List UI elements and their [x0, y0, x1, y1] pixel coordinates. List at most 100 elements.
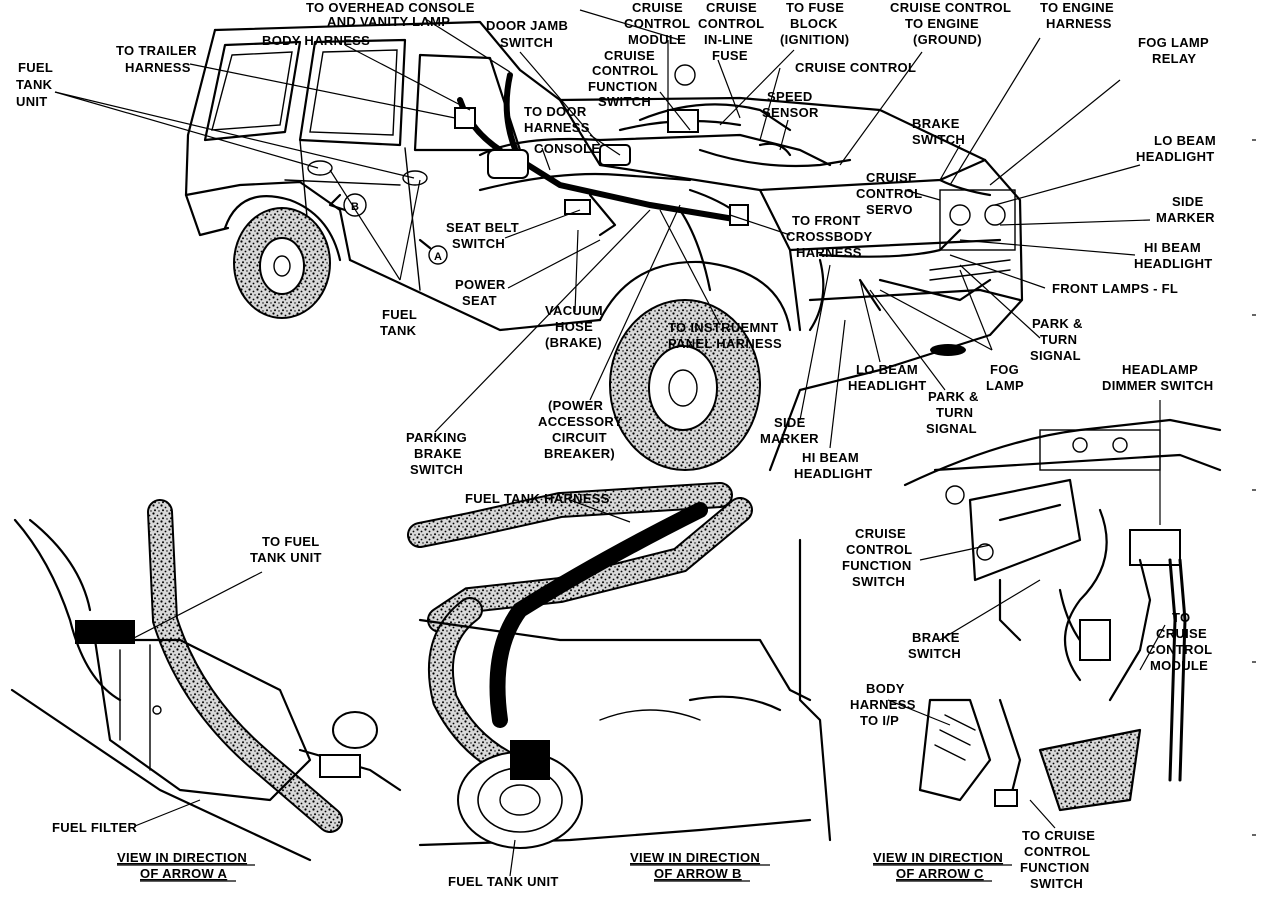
label-headlamp-dimmer-2: DIMMER SWITCH	[1102, 378, 1214, 393]
label-console: CONSOLE	[534, 141, 600, 156]
label-fuel-tank-1: FUEL	[382, 307, 417, 322]
label-to-trailer-harness-2: HARNESS	[125, 60, 191, 75]
label-side-marker-1: SIDE	[1172, 194, 1204, 209]
label-body-harness-ip-3: TO I/P	[860, 713, 899, 728]
label-to-door-harness-2: HARNESS	[524, 120, 590, 135]
labels: TO OVERHEAD CONSOLE AND VANITY LAMP BODY…	[16, 0, 1216, 891]
label-fuel-filter: FUEL FILTER	[52, 820, 137, 835]
label-cruise-to-engine-3: (GROUND)	[913, 32, 982, 47]
label-to-front-crossbody-1: TO FRONT	[792, 213, 861, 228]
label-seat-belt-switch-1: SEAT BELT	[446, 220, 519, 235]
label-cruise-inline-fuse-3: IN-LINE	[704, 32, 753, 47]
label-to-cruise-function-2: CONTROL	[1024, 844, 1090, 859]
label-to-front-crossbody-2: CROSSBODY	[786, 229, 873, 244]
label-body-harness-ip-2: HARNESS	[850, 697, 916, 712]
label-brake-switch-2: SWITCH	[912, 132, 965, 147]
label-side-marker-b-1: SIDE	[774, 415, 806, 430]
label-to-fuse-block-1: TO FUSE	[786, 0, 844, 15]
label-to-cruise-module-2: CRUISE	[1156, 626, 1207, 641]
label-to-cruise-module-1: TO	[1172, 610, 1190, 625]
leader-lines	[54, 9, 1166, 877]
label-cruise-function-switch-3: FUNCTION	[588, 79, 658, 94]
label-to-fuel-tank-unit-1: TO FUEL	[262, 534, 319, 549]
label-fuel-tank-harness: FUEL TANK HARNESS	[465, 491, 610, 506]
label-to-engine-harness-2: HARNESS	[1046, 16, 1112, 31]
label-fog-lamp-2: LAMP	[986, 378, 1024, 393]
label-cruise-function-switch-c-1: CRUISE	[855, 526, 906, 541]
label-cruise-function-switch-c-2: CONTROL	[846, 542, 912, 557]
label-seat-belt-switch-2: SWITCH	[452, 236, 505, 251]
label-cruise-to-engine-1: CRUISE CONTROL	[890, 0, 1011, 15]
label-cruise-servo-2: CONTROL	[856, 186, 922, 201]
label-power-accessory-1: (POWER	[548, 398, 604, 413]
label-fuel-tank-unit-3: UNIT	[16, 94, 48, 109]
label-park-turn-signal-b-1: PARK &	[928, 389, 979, 404]
label-park-turn-signal-r-1: PARK &	[1032, 316, 1083, 331]
label-power-seat-2: SEAT	[462, 293, 497, 308]
label-to-cruise-function-1: TO CRUISE	[1022, 828, 1095, 843]
arrow-a-marker: A	[434, 251, 442, 263]
label-to-trailer-harness-1: TO TRAILER	[116, 43, 197, 58]
label-side-marker-2: MARKER	[1156, 210, 1215, 225]
label-brake-switch-c-2: SWITCH	[908, 646, 961, 661]
caption-view-c-line-2: OF ARROW C	[896, 866, 984, 881]
label-fuel-tank-unit-1: FUEL	[18, 60, 53, 75]
label-to-fuel-tank-unit-2: TANK UNIT	[250, 550, 322, 565]
label-power-seat-1: POWER	[455, 277, 506, 292]
label-to-instrument-panel-1: TO INSTRUEMNT	[668, 320, 779, 335]
view-arrow-b-illustration	[407, 482, 832, 849]
label-cruise-to-engine-2: TO ENGINE	[905, 16, 979, 31]
label-parking-brake-3: SWITCH	[410, 462, 463, 477]
label-speed-sensor-2: SENSOR	[762, 105, 819, 120]
label-cruise-control-module-1: CRUISE	[632, 0, 683, 15]
label-cruise-servo-3: SERVO	[866, 202, 913, 217]
label-power-accessory-3: CIRCUIT	[552, 430, 607, 445]
label-park-turn-signal-b-2: TURN	[936, 405, 973, 420]
label-power-accessory-2: ACCESSORY	[538, 414, 623, 429]
label-to-fuse-block-3: (IGNITION)	[780, 32, 849, 47]
caption-view-a-line-1: VIEW IN DIRECTION	[117, 850, 247, 865]
label-brake-switch-c-1: BRAKE	[912, 630, 960, 645]
label-fuel-tank-unit-2: TANK	[16, 77, 53, 92]
label-to-instrument-panel-2: PANEL HARNESS	[668, 336, 782, 351]
label-park-turn-signal-b-3: SIGNAL	[926, 421, 977, 436]
captions: VIEW IN DIRECTION OF ARROW A VIEW IN DIR…	[117, 850, 1012, 882]
label-lo-beam-headlight-1: LO BEAM	[1154, 133, 1216, 148]
label-to-cruise-module-4: MODULE	[1150, 658, 1208, 673]
arrow-b-marker: B	[351, 201, 359, 213]
label-cruise-function-switch-4: SWITCH	[598, 94, 651, 109]
label-to-engine-harness-1: TO ENGINE	[1040, 0, 1114, 15]
label-fog-lamp-1: FOG	[990, 362, 1019, 377]
label-cruise-function-switch-1: CRUISE	[604, 48, 655, 63]
label-headlamp-dimmer-1: HEADLAMP	[1122, 362, 1198, 377]
label-cruise-function-switch-c-4: SWITCH	[852, 574, 905, 589]
label-front-lamps-fl: FRONT LAMPS - FL	[1052, 281, 1178, 296]
label-cruise-servo-1: CRUISE	[866, 170, 917, 185]
label-cruise-control: CRUISE CONTROL	[795, 60, 916, 75]
caption-view-a-line-2: OF ARROW A	[140, 866, 228, 881]
label-brake-switch-1: BRAKE	[912, 116, 960, 131]
label-park-turn-signal-r-2: TURN	[1040, 332, 1077, 347]
label-vacuum-hose-2: HOSE	[555, 319, 593, 334]
label-to-door-harness-1: TO DOOR	[524, 104, 587, 119]
label-door-jamb-switch-2: SWITCH	[500, 35, 553, 50]
label-hi-beam-headlight-b-2: HEADLIGHT	[794, 466, 873, 481]
label-cruise-function-switch-2: CONTROL	[592, 63, 658, 78]
label-vacuum-hose-1: VACUUM	[545, 303, 603, 318]
label-to-fuse-block-2: BLOCK	[790, 16, 838, 31]
label-cruise-control-module-2: CONTROL	[624, 16, 690, 31]
label-cruise-inline-fuse-4: FUSE	[712, 48, 748, 63]
label-speed-sensor-1: SPEED	[767, 89, 813, 104]
caption-view-c-line-1: VIEW IN DIRECTION	[873, 850, 1003, 865]
label-lo-beam-headlight-2: HEADLIGHT	[1136, 149, 1215, 164]
label-fuel-tank-unit-b: FUEL TANK UNIT	[448, 874, 559, 889]
view-arrow-a-illustration	[10, 499, 402, 862]
caption-view-b-line-2: OF ARROW B	[654, 866, 742, 881]
label-fog-lamp-relay-1: FOG LAMP	[1138, 35, 1209, 50]
label-body-harness-ip-1: BODY	[866, 681, 905, 696]
label-fuel-tank-2: TANK	[380, 323, 417, 338]
caption-view-b-line-1: VIEW IN DIRECTION	[630, 850, 760, 865]
label-to-cruise-function-3: FUNCTION	[1020, 860, 1090, 875]
label-to-overhead-console-2: AND VANITY LAMP	[327, 14, 450, 29]
